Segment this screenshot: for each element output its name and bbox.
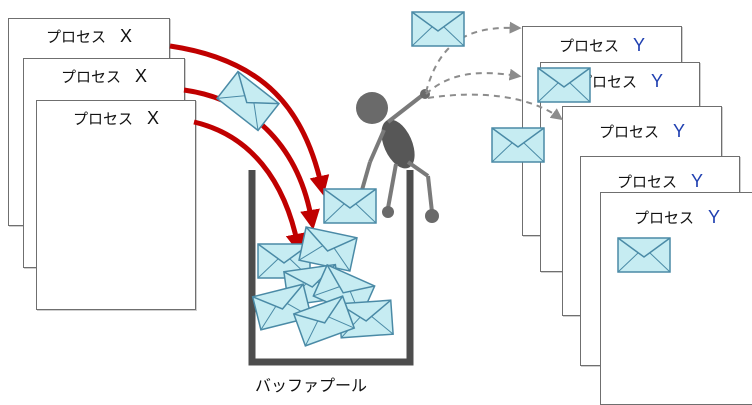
buffer-pool-label: バッファプール: [254, 376, 367, 395]
send-arrow-3: [193, 119, 306, 254]
send-arrow-2: [183, 87, 320, 230]
person-figure-icon: [356, 89, 439, 223]
envelope-icon: [617, 237, 671, 273]
envelope-icon: [537, 67, 591, 103]
send-arrow-1: [169, 43, 330, 196]
deliver-arrow-3: [427, 93, 563, 121]
envelope-icon: [323, 188, 377, 224]
envelope-icon: [411, 11, 465, 47]
deliver-arrow-2: [425, 68, 522, 95]
envelope-icon: [491, 127, 545, 163]
envelope-icon: [216, 70, 280, 132]
deliver-arrow-1: [425, 21, 522, 93]
buffer-pool-container: [248, 170, 414, 366]
